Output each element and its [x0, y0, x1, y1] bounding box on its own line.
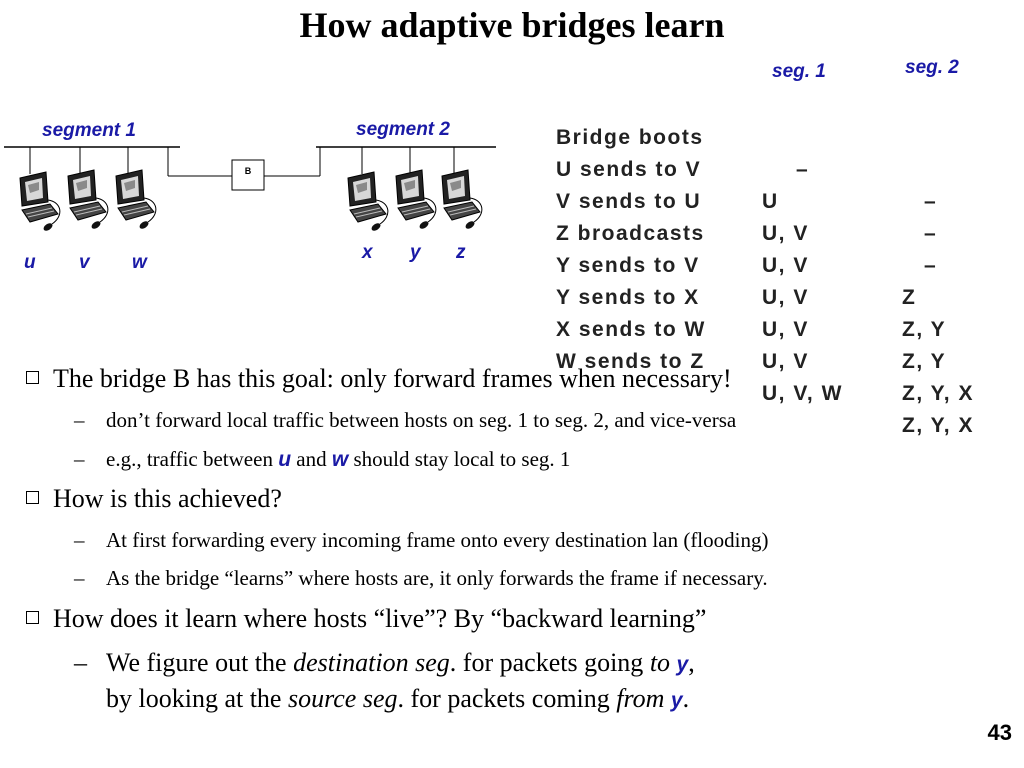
row-seg2: Z, Y, X [902, 382, 974, 405]
host-x-label: x [362, 242, 373, 263]
page-number: 43 [987, 720, 1012, 745]
slide-title: How adaptive bridges learn [299, 5, 725, 45]
row-seg2: – [924, 254, 938, 277]
destination-seg-term: destination seg [293, 648, 450, 677]
bullet-3-sub-1-line-1: –We figure out the destination seg. for … [74, 648, 695, 677]
bullet-2-text: How is this achieved? [53, 484, 282, 513]
host-u-label: u [24, 252, 36, 273]
row-event: V sends to U [556, 190, 702, 213]
row-seg2: Z [902, 286, 917, 309]
bullet-3-text: How does it learn where hosts “live”? By… [53, 604, 707, 633]
bullet-2-sub-2: –As the bridge “learns” where hosts are,… [74, 566, 768, 590]
row-seg2: Z, Y [902, 350, 947, 373]
table-body: Bridge boots – – U sends to V U – V send… [556, 90, 1016, 437]
row-seg2: – [924, 190, 938, 213]
bullet-3: How does it learn where hosts “live”? By… [26, 604, 706, 634]
sub-2-text-post: should stay local to seg. 1 [348, 447, 571, 471]
row-seg1: – [796, 158, 810, 181]
host-u-ref: u [278, 448, 292, 471]
host-y-label: y [410, 242, 421, 263]
sub-2-text-and: and [291, 447, 332, 471]
row-seg1: U, V [762, 286, 809, 309]
row-seg1: U, V [762, 350, 809, 373]
bullet-3-sub-1-line-2: by looking at the source seg. for packet… [74, 684, 689, 714]
row-event: U sends to V [556, 158, 702, 181]
bullet-box-icon [26, 371, 39, 384]
line1-post: , [688, 648, 695, 677]
row-seg1: U, V [762, 318, 809, 341]
row-seg2: Z, Y, X [902, 414, 974, 437]
bullet-2: How is this achieved? [26, 484, 282, 514]
col-header-seg2: seg. 2 [905, 57, 959, 78]
line1-pre: We figure out the [106, 648, 294, 677]
bullet-1: The bridge B has this goal: only forward… [26, 364, 732, 394]
bullet-1-text: The bridge B has this goal: only forward… [53, 364, 732, 393]
bullet-box-icon [26, 611, 39, 624]
row-event: Bridge boots [556, 126, 704, 149]
segment-1-label: segment 1 [42, 120, 136, 141]
from-word: from [616, 684, 665, 713]
host-y-ref: y [670, 689, 683, 712]
table-row: W sends to Z U, V, W Z, Y, X [556, 314, 972, 437]
host-y-ref: y [676, 653, 689, 676]
host-w-label: w [132, 252, 147, 273]
row-event: Y sends to X [556, 286, 700, 309]
bullet-1-sub-2: –e.g., traffic between u and w should st… [74, 447, 571, 471]
row-seg2: – [924, 222, 938, 245]
bridge-label: B [244, 166, 252, 176]
bullet-2-sub-1: –At first forwarding every incoming fram… [74, 528, 769, 552]
row-seg1: U, V [762, 254, 809, 277]
line2-pre: by looking at the [106, 684, 288, 713]
row-event: X sends to W [556, 318, 706, 341]
table-row: Bridge boots – – [556, 90, 936, 213]
row-event: W sends to Z [556, 350, 705, 373]
lan-diagram-svg [4, 146, 496, 233]
col-header-seg1: seg. 1 [772, 61, 826, 82]
sub-2-text-pre: e.g., traffic between [106, 447, 279, 471]
row-event: Y sends to V [556, 254, 700, 277]
host-w-ref: w [331, 448, 349, 471]
line2-post: . [682, 684, 690, 713]
bullet-1-sub-1: –don’t forward local traffic between hos… [74, 408, 737, 432]
line1-mid: . for packets going [449, 648, 650, 677]
table-row: Y sends to X U, V Z, Y [556, 250, 945, 373]
row-seg2: Z, Y [902, 318, 947, 341]
to-word: to [649, 648, 671, 677]
source-seg-term: source seg [287, 684, 398, 713]
table-row: V sends to U U, V – [556, 154, 936, 277]
table-row: Z broadcasts U, V Z [556, 186, 915, 309]
bullet-1-sub-1-text: don’t forward local traffic between host… [106, 408, 737, 432]
host-v-label: v [79, 252, 90, 273]
table-row: Y sends to V U, V Z, Y [556, 218, 945, 341]
row-seg1: U, V [762, 222, 809, 245]
row-event: Z broadcasts [556, 222, 705, 245]
bullet-2-sub-2-text: As the bridge “learns” where hosts are, … [106, 566, 768, 590]
bullet-2-sub-1-text: At first forwarding every incoming frame… [106, 528, 769, 552]
segment-2-label: segment 2 [356, 119, 450, 140]
bullet-box-icon [26, 491, 39, 504]
row-seg1: U [762, 190, 779, 213]
row-seg1: U, V, W [762, 382, 843, 405]
table-row: X sends to W U, V Z, Y, X [556, 282, 972, 405]
host-z-label: z [456, 242, 466, 263]
line2-mid: . for packets coming [397, 684, 617, 713]
table-row: U sends to V U – [556, 122, 936, 245]
